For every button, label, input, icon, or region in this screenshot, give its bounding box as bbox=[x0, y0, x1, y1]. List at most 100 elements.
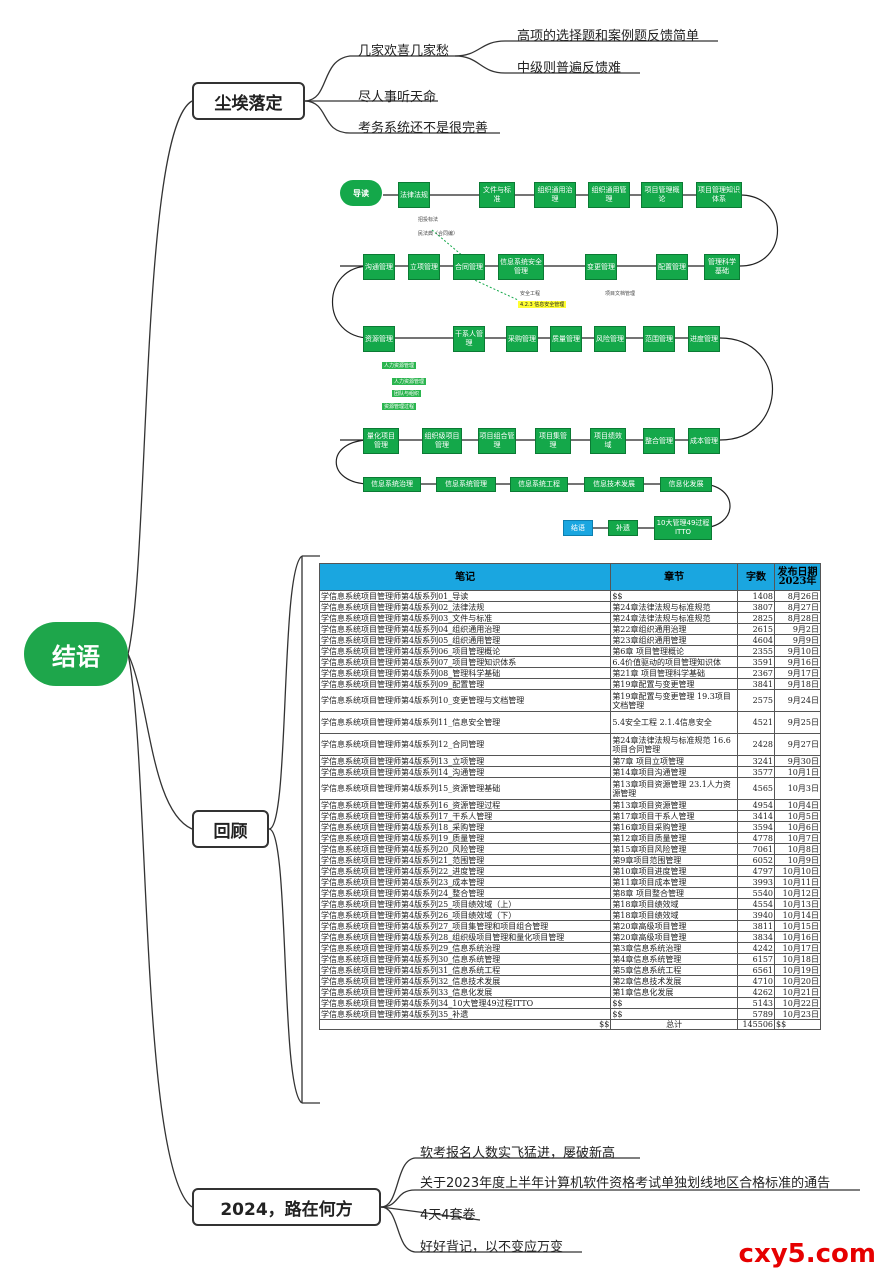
cell-date: 10月22日 bbox=[774, 997, 821, 1009]
flow-start[interactable]: 导读 bbox=[340, 180, 382, 206]
cell-date: 10月5日 bbox=[774, 810, 821, 822]
cell-words: 5540 bbox=[737, 887, 776, 899]
cell-note: 学信息系统项目管理师第4版系列22_进度管理 bbox=[318, 865, 612, 877]
cell-chapter: $$ bbox=[610, 590, 739, 602]
cell-words: 2615 bbox=[737, 623, 776, 635]
flow-r1-1[interactable]: 文件与标准 bbox=[479, 182, 515, 208]
cell-words: 2355 bbox=[737, 645, 776, 657]
cell-note: 学信息系统项目管理师第4版系列04_组织通用治理 bbox=[318, 623, 612, 635]
cell-date: 10月23日 bbox=[774, 1008, 821, 1020]
flow-r2-4[interactable]: 变更管理 bbox=[585, 254, 617, 280]
flow-r5-1[interactable]: 信息系统管理 bbox=[436, 477, 496, 492]
flow-note-infosec: 4.2.3 信息安全管理 bbox=[518, 301, 567, 308]
cell-note: 学信息系统项目管理师第4版系列01_导读 bbox=[318, 590, 612, 602]
cell-note: 学信息系统项目管理师第4版系列03_文件与标准 bbox=[318, 612, 612, 624]
cell-words: 1408 bbox=[737, 590, 776, 602]
cell-date: 10月1日 bbox=[774, 766, 821, 778]
flow-r5-2[interactable]: 信息系统工程 bbox=[510, 477, 568, 492]
cell-words: 3993 bbox=[737, 876, 776, 888]
cell-date: 9月27日 bbox=[774, 733, 821, 756]
leaf-do-your-best: 尽人事听天命 bbox=[358, 90, 437, 105]
cell-words: 5789 bbox=[737, 1008, 776, 1020]
cell-date: 9月9日 bbox=[774, 634, 821, 646]
cell-words: 3241 bbox=[737, 755, 776, 767]
watermark-logo: cxy5.com bbox=[738, 1239, 876, 1269]
cell-note: 学信息系统项目管理师第4版系列18_采购管理 bbox=[318, 821, 612, 833]
cell-words: 2825 bbox=[737, 612, 776, 624]
cell-chapter: 第9章项目范围管理 bbox=[610, 854, 739, 866]
flow-r4-5[interactable]: 整合管理 bbox=[643, 428, 675, 454]
flow-r3-0[interactable]: 资源管理 bbox=[363, 326, 395, 352]
flow-r2-6[interactable]: 管理科学基础 bbox=[704, 254, 740, 280]
branch-2024[interactable]: 2024，路在何方 bbox=[192, 1188, 381, 1226]
table-row: 学信息系统项目管理师第4版系列10_变更管理与文档管理第19章配置与变更管理 1… bbox=[318, 689, 821, 712]
flow-r5-4[interactable]: 信息化发展 bbox=[660, 477, 712, 492]
branch-settled[interactable]: 尘埃落定 bbox=[192, 82, 305, 120]
cell-chapter: 第15章项目风险管理 bbox=[610, 843, 739, 855]
flow-r1-0[interactable]: 法律法规 bbox=[398, 182, 430, 208]
leaf-registrations: 软考报名人数实飞猛进，屡破新高 bbox=[420, 1146, 616, 1161]
cell-date: 10月13日 bbox=[774, 898, 821, 910]
flow-r2-1[interactable]: 立项管理 bbox=[408, 254, 440, 280]
root-node[interactable]: 结语 bbox=[24, 622, 128, 686]
branch-review[interactable]: 回顾 bbox=[192, 810, 269, 848]
flow-r4-0[interactable]: 量化项目管理 bbox=[363, 428, 399, 454]
flow-r4-4[interactable]: 项目绩效域 bbox=[590, 428, 626, 454]
cell-date: 10月3日 bbox=[774, 777, 821, 800]
cell-chapter: 第16章项目采购管理 bbox=[610, 821, 739, 833]
flow-r4-6[interactable]: 成本管理 bbox=[688, 428, 720, 454]
cell-date: 10月14日 bbox=[774, 909, 821, 921]
flow-r6-2[interactable]: 10大管理49过程ITTO bbox=[654, 516, 712, 540]
flow-r5-3[interactable]: 信息技术发展 bbox=[584, 477, 644, 492]
flow-r2-2[interactable]: 合同管理 bbox=[453, 254, 485, 280]
flow-r3-4[interactable]: 风险管理 bbox=[594, 326, 626, 352]
flow-note-hr2: 人力资源管理 bbox=[392, 378, 427, 385]
flow-r4-1[interactable]: 组织级项目管理 bbox=[422, 428, 462, 454]
flow-r4-3[interactable]: 项目集管理 bbox=[535, 428, 571, 454]
cell-date: 10月4日 bbox=[774, 799, 821, 811]
flow-r6-0[interactable]: 结语 bbox=[563, 520, 593, 536]
cell-chapter: 第4章信息系统管理 bbox=[610, 953, 739, 965]
table-row: 学信息系统项目管理师第4版系列15_资源管理基础第13章项目资源管理 23.1人… bbox=[318, 777, 821, 800]
flow-r3-2[interactable]: 采购管理 bbox=[506, 326, 538, 352]
flow-r3-1[interactable]: 干系人管理 bbox=[453, 326, 485, 352]
flow-note-bid: 招投标法 bbox=[418, 217, 439, 223]
flow-r6-1[interactable]: 补遗 bbox=[608, 520, 638, 536]
flow-r1-2[interactable]: 组织通用治理 bbox=[534, 182, 576, 208]
table-row: 学信息系统项目管理师第4版系列12_合同管理第24章法律法规与标准规范 16.6… bbox=[318, 733, 821, 756]
cell-date: 9月18日 bbox=[774, 678, 821, 690]
flow-r1-4[interactable]: 项目管理概论 bbox=[641, 182, 683, 208]
cell-chapter: 第24章法律法规与标准规范 bbox=[610, 612, 739, 624]
cell-words: 3577 bbox=[737, 766, 776, 778]
flow-note-doc: 项目文档管理 bbox=[605, 291, 636, 297]
header-notes: 笔记 bbox=[318, 563, 612, 591]
flow-r1-3[interactable]: 组织通用管理 bbox=[588, 182, 630, 208]
cell-words: 3807 bbox=[737, 601, 776, 613]
cell-words: 2428 bbox=[737, 733, 776, 756]
flow-r2-5[interactable]: 配置管理 bbox=[656, 254, 688, 280]
cell-note: 学信息系统项目管理师第4版系列20_风险管理 bbox=[318, 843, 612, 855]
flow-r2-3[interactable]: 信息系统安全管理 bbox=[498, 254, 544, 280]
leaf-mixed-feelings: 几家欢喜几家愁 bbox=[358, 44, 450, 59]
cell-words: 5143 bbox=[737, 997, 776, 1009]
flow-r3-6[interactable]: 进度管理 bbox=[688, 326, 720, 352]
cell-note: 学信息系统项目管理师第4版系列30_信息系统管理 bbox=[318, 953, 612, 965]
flow-r3-3[interactable]: 质量管理 bbox=[550, 326, 582, 352]
flow-r1-5[interactable]: 项目管理知识体系 bbox=[696, 182, 742, 208]
cell-note: 学信息系统项目管理师第4版系列06_项目管理概论 bbox=[318, 645, 612, 657]
flow-r4-2[interactable]: 项目组合管理 bbox=[478, 428, 516, 454]
cell-date: 9月30日 bbox=[774, 755, 821, 767]
cell-note: 学信息系统项目管理师第4版系列35_补遗 bbox=[318, 1008, 612, 1020]
cell-note: 学信息系统项目管理师第4版系列32_信息技术发展 bbox=[318, 975, 612, 987]
flow-r5-0[interactable]: 信息系统治理 bbox=[363, 477, 421, 492]
flow-note-security: 安全工程 bbox=[520, 291, 541, 297]
flow-r2-0[interactable]: 沟通管理 bbox=[363, 254, 395, 280]
flow-r3-5[interactable]: 范围管理 bbox=[643, 326, 675, 352]
